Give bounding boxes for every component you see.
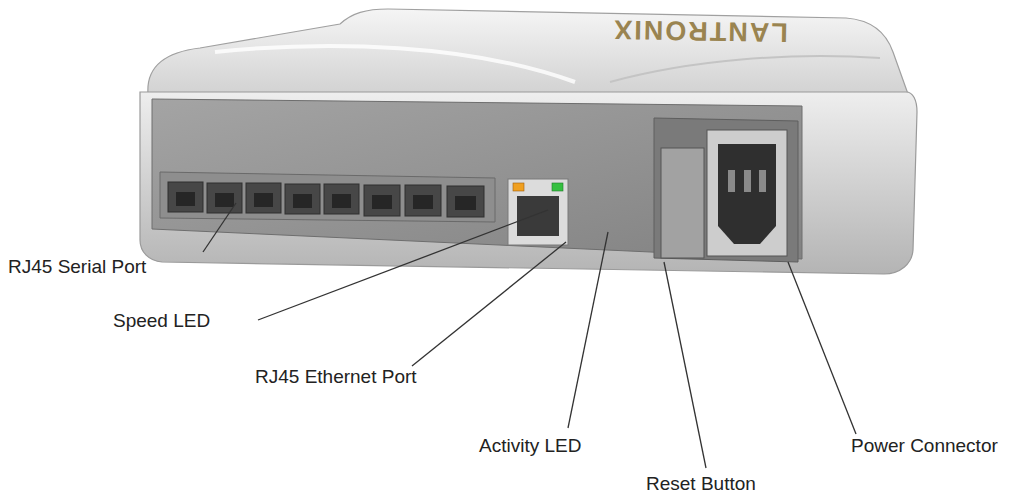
port-strip <box>160 172 495 222</box>
serial-port <box>168 182 203 212</box>
power-socket <box>707 130 787 256</box>
part-label: Reset Button <box>646 473 756 495</box>
link-led <box>552 183 563 191</box>
part-label: RJ45 Ethernet Port <box>255 366 417 388</box>
serial-port <box>364 185 400 216</box>
power-bay <box>654 118 798 262</box>
port-opening <box>254 193 273 207</box>
port-opening <box>293 194 312 208</box>
socket-pin <box>759 170 766 192</box>
serial-port <box>447 186 484 217</box>
device-front <box>140 92 917 274</box>
port-opening <box>413 195 433 209</box>
brand-logo: LANTRONIX <box>612 18 788 43</box>
serial-port <box>285 184 320 214</box>
part-label: RJ45 Serial Port <box>8 256 146 278</box>
port-opening <box>215 193 234 207</box>
speed-led <box>513 183 524 191</box>
part-label: Power Connector <box>851 435 998 457</box>
part-label: Activity LED <box>479 435 581 457</box>
part-label: Speed LED <box>113 310 210 332</box>
leader-line <box>412 242 566 366</box>
leader-line <box>664 262 706 468</box>
serial-port <box>246 183 281 213</box>
lid-ridge <box>610 56 880 82</box>
leader-lines <box>203 203 856 468</box>
port-opening <box>176 192 195 206</box>
serial-port <box>324 184 359 214</box>
port-opening <box>455 196 476 210</box>
leader-line <box>788 262 856 434</box>
serial-port <box>405 185 441 216</box>
device-top <box>148 9 908 94</box>
ethernet-port <box>508 179 568 245</box>
reset-button <box>661 148 704 258</box>
leader-line <box>258 210 548 320</box>
serial-ports <box>168 182 484 217</box>
socket-pin <box>744 170 751 192</box>
lid-highlight <box>215 46 575 82</box>
serial-port <box>207 183 242 213</box>
leader-line <box>568 232 608 428</box>
ethernet-opening <box>517 196 559 236</box>
port-opening <box>372 195 392 209</box>
socket-opening <box>718 144 776 244</box>
port-opening <box>332 194 351 208</box>
socket-pin <box>728 170 735 192</box>
leader-line <box>203 203 236 252</box>
